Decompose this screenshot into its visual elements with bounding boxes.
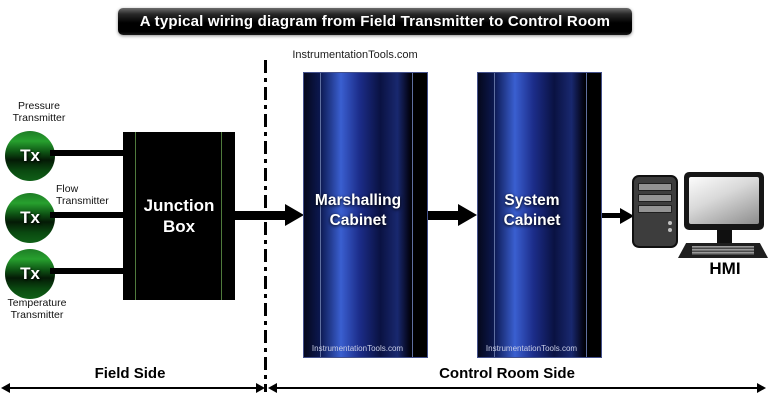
cabinet-watermark-text: InstrumentationTools.com xyxy=(311,344,404,353)
arrow-junctionbox-to-marshalling-icon xyxy=(235,204,304,226)
control-room-side-span-arrow-icon xyxy=(268,383,766,393)
flow-transmitter-icon: Tx xyxy=(5,193,55,243)
watermark-text: InstrumentationTools.com xyxy=(292,49,418,61)
field-control-divider-line xyxy=(264,60,267,392)
field-side-label: Field Side xyxy=(94,365,166,382)
monitor-screen-icon xyxy=(689,177,759,224)
pressure-transmitter-icon: Tx xyxy=(5,131,55,181)
junction-box: Junction Box xyxy=(123,132,235,300)
system-cabinet: System Cabinet InstrumentationTools.com xyxy=(477,72,602,358)
transmitter-tag: Tx xyxy=(20,146,40,165)
marshalling-cabinet: Marshalling Cabinet InstrumentationTools… xyxy=(303,72,428,358)
control-room-side-label: Control Room Side xyxy=(439,365,575,382)
power-button-icon xyxy=(668,221,672,225)
monitor-icon xyxy=(684,172,764,230)
junction-box-accent-line xyxy=(221,132,222,300)
marshalling-cabinet-label: Marshalling Cabinet xyxy=(314,192,402,230)
drive-bay-icon xyxy=(638,183,672,191)
temperature-transmitter-icon: Tx xyxy=(5,249,55,299)
system-cabinet-label: System Cabinet xyxy=(503,192,561,230)
drive-bay-icon xyxy=(638,205,672,213)
diagram-title: A typical wiring diagram from Field Tran… xyxy=(118,8,632,35)
transmitter-tag: Tx xyxy=(20,208,40,227)
signal-wire-pair xyxy=(50,268,124,274)
arrow-marshalling-to-system-icon xyxy=(428,204,477,226)
keyboard-keys-icon xyxy=(692,246,754,255)
cabinet-panel-line xyxy=(320,73,321,357)
temperature-transmitter-label: Temperature Transmitter xyxy=(7,297,67,321)
field-side-span-arrow-icon xyxy=(1,383,265,393)
signal-wire-pair xyxy=(50,150,124,156)
pressure-transmitter-label: Pressure Transmitter xyxy=(12,100,66,124)
cabinet-panel-line xyxy=(494,73,495,357)
drive-bay-icon xyxy=(638,194,672,202)
flow-transmitter-label: Flow Transmitter xyxy=(56,183,109,207)
arrow-system-to-hmi-icon xyxy=(602,207,634,224)
junction-box-label: Junction Box xyxy=(143,195,215,236)
cabinet-panel-line xyxy=(586,73,587,357)
cabinet-panel-line xyxy=(412,73,413,357)
keyboard-icon xyxy=(678,243,768,258)
computer-tower-icon xyxy=(632,175,678,248)
cabinet-watermark-text: InstrumentationTools.com xyxy=(485,344,578,353)
monitor-stand-icon xyxy=(717,230,732,243)
reset-button-icon xyxy=(668,228,672,232)
transmitter-tag: Tx xyxy=(20,264,40,283)
junction-box-accent-line xyxy=(135,132,136,300)
hmi-label: HMI xyxy=(709,259,741,278)
signal-wire-pair xyxy=(50,212,124,218)
